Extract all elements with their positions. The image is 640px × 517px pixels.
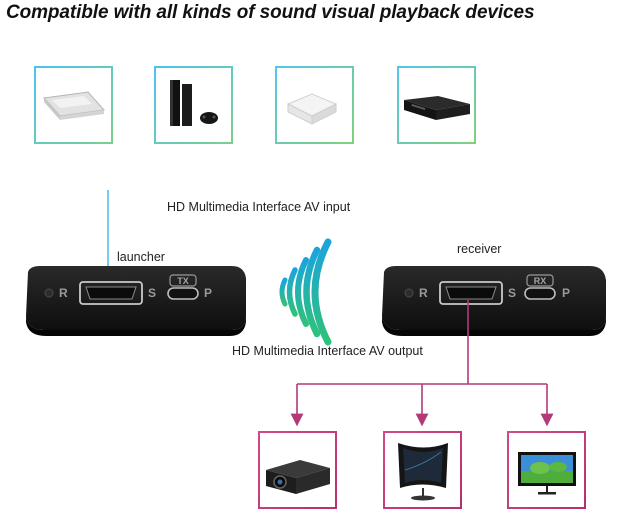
tx-port-p-label: P: [204, 286, 212, 300]
source-box-game-console: [154, 66, 233, 144]
tx-tag-label: TX: [177, 276, 189, 286]
rx-led-icon: [404, 288, 414, 298]
output-label: HD Multimedia Interface AV output: [232, 344, 423, 358]
rx-tag-label: RX: [534, 276, 547, 286]
rx-port-s-label: S: [508, 286, 516, 300]
source-box-dvd-player: [397, 66, 476, 144]
source-box-laptop: [34, 66, 113, 144]
tx-hdmi-port-icon: [79, 281, 143, 305]
transmitter-unit: [26, 266, 246, 336]
page-title: Compatible with all kinds of sound visua…: [6, 2, 535, 23]
tx-port-s-label: S: [148, 286, 156, 300]
game-console-icon: [170, 80, 218, 126]
tx-port-r-label: R: [59, 286, 68, 300]
input-label: HD Multimedia Interface AV input: [167, 200, 351, 214]
receiver-unit: [382, 266, 606, 336]
laptop-icon: [43, 91, 105, 120]
output-box-curved-monitor: [383, 431, 462, 509]
rx-hdmi-port-icon: [439, 281, 503, 305]
source-box-tv-box: [275, 66, 354, 144]
tx-usbc-port-icon: [167, 287, 199, 300]
rx-port-r-label: R: [419, 286, 428, 300]
output-connection-lines: [290, 300, 554, 427]
rx-port-p-label: P: [562, 286, 570, 300]
output-box-projector: [258, 431, 337, 509]
curved-monitor-icon: [398, 443, 448, 501]
television-icon: [518, 452, 576, 495]
tv-box-icon: [286, 93, 338, 125]
rx-tag-frame: [526, 274, 554, 287]
input-connection-lines: [72, 143, 438, 191]
rx-usbc-port-icon: [524, 287, 556, 300]
dvd-player-icon: [404, 96, 470, 120]
tx-led-icon: [44, 288, 54, 298]
wireless-signal-icon: [279, 238, 332, 346]
output-box-television: [507, 431, 586, 509]
receiver-label: receiver: [457, 242, 502, 256]
projector-icon: [266, 460, 330, 494]
tx-tag-frame: [169, 274, 197, 287]
launcher-label: launcher: [117, 250, 165, 264]
